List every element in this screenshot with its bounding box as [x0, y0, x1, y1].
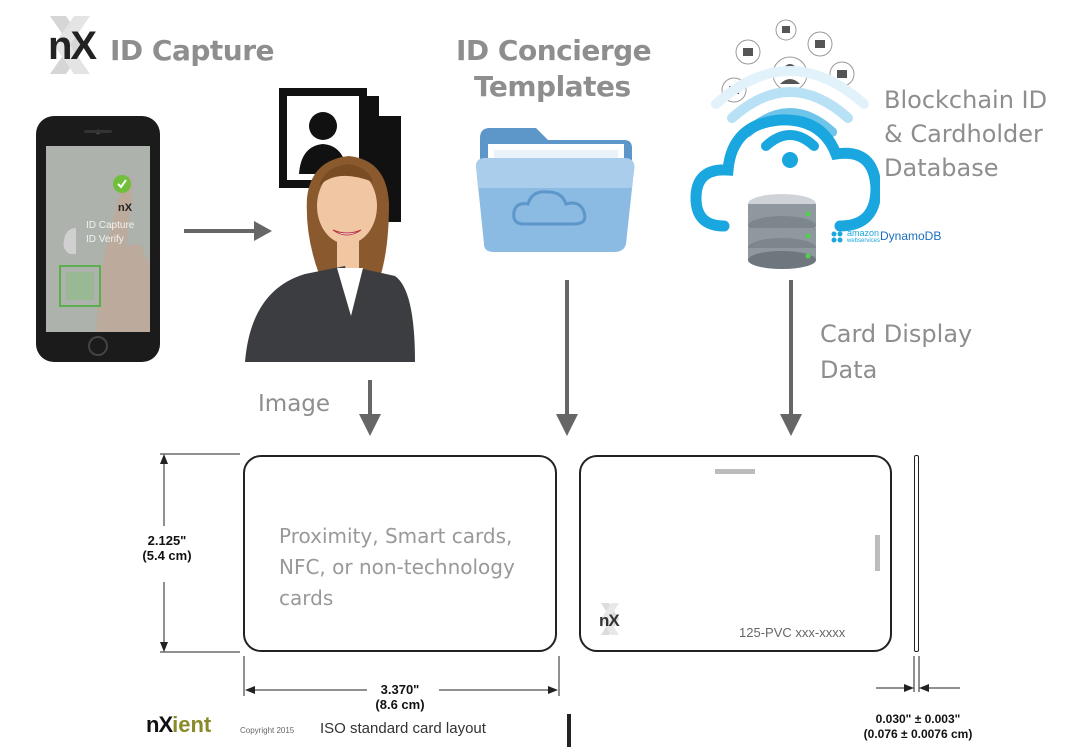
card-front-text-line3: cards — [279, 586, 334, 610]
smartphone: nX ID Capture ID Verify — [36, 116, 160, 362]
portrait-icon — [245, 88, 415, 362]
height-value-cm: (5.4 cm) — [142, 548, 192, 563]
thickness-value-cm: (0.076 ± 0.0076 cm) — [863, 727, 973, 741]
cloud-folder-icon — [476, 128, 635, 252]
copyright-text: Copyright 2015 — [240, 726, 295, 735]
aws-logo-icon — [831, 231, 843, 243]
thickness-value: 0.030" ± 0.003" — [875, 712, 961, 726]
nx-logo-text: nX — [48, 24, 97, 68]
card-back-serial: 125-PVC xxx-xxxx — [739, 625, 846, 640]
thickness-dimension-line — [876, 656, 960, 692]
phone-menu-id-capture: ID Capture — [86, 220, 135, 231]
nxient-logo-nx: nX — [146, 712, 173, 737]
blockchain-line2: & Cardholder — [884, 120, 1043, 148]
concierge-title-line1: ID Concierge — [456, 34, 652, 67]
id-capture-title: ID Capture — [110, 34, 275, 67]
card-edge — [914, 455, 919, 652]
card-display-line1: Card Display — [820, 320, 973, 348]
dynamodb-label: DynamoDB — [880, 229, 942, 243]
arrow-down-database — [780, 280, 802, 436]
width-value-cm: (8.6 cm) — [375, 697, 425, 712]
phone-logo: nX — [118, 202, 133, 214]
iso-caption: ISO standard card layout — [320, 720, 486, 737]
card-back-nx-x-icon — [601, 603, 619, 635]
nxient-logo: nXient — [146, 712, 211, 738]
concierge-title-line2: Templates — [474, 70, 631, 103]
smartphone-icon — [36, 116, 160, 362]
card-front-text-line2: NFC, or non-technology — [279, 555, 515, 579]
card-back-logo: nX — [599, 611, 620, 630]
arrow-down-templates — [556, 280, 578, 436]
arrow-right — [184, 221, 272, 241]
database-cylinders — [748, 194, 816, 269]
phone-menu-id-verify: ID Verify — [86, 234, 124, 245]
height-dimension-line — [160, 453, 240, 653]
portrait-photo — [245, 86, 415, 362]
width-dimension-line — [243, 656, 560, 696]
nx-logo-x-icon — [50, 16, 90, 74]
cloud-database-icon — [690, 19, 880, 269]
amazon-label: amazon — [847, 228, 880, 238]
blockchain-line1: Blockchain ID — [884, 86, 1048, 114]
card-slot-horizontal — [715, 469, 755, 474]
card-slot-vertical — [875, 535, 880, 571]
amazon-sub-label: webservices — [847, 238, 881, 244]
card-display-line2: Data — [820, 356, 878, 384]
divider-stub — [567, 714, 571, 747]
height-value: 2.125" — [147, 533, 187, 548]
nx-logo: nX — [36, 16, 104, 74]
card-front-text-line1: Proximity, Smart cards, — [279, 524, 513, 548]
width-value: 3.370" — [380, 682, 420, 697]
card-front: Proximity, Smart cards, NFC, or non-tech… — [243, 455, 557, 652]
blockchain-line3: Database — [884, 154, 999, 182]
card-back: nX 125-PVC xxx-xxxx — [579, 455, 892, 652]
arrow-down-image — [359, 380, 381, 436]
image-label: Image — [258, 391, 331, 417]
nxient-logo-ient: ient — [172, 712, 212, 737]
